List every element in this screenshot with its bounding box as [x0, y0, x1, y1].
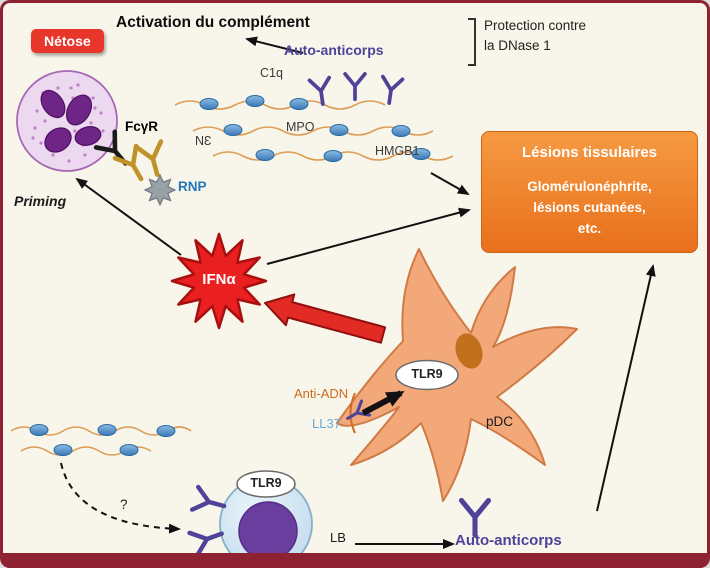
arrow-to-complement-activation	[245, 36, 304, 54]
mpo-label: MPO	[286, 120, 315, 134]
tlr9-lb-label: TLR9	[250, 476, 282, 490]
lesions-line-3: etc.	[577, 221, 602, 236]
protection-label-line1: Protection contre	[484, 18, 587, 33]
tlr9-oval-pdc	[395, 359, 459, 391]
nucleosomes-fragment	[29, 424, 176, 456]
ll37-label: LL37	[312, 416, 341, 431]
rnp-label: RNP	[178, 179, 207, 194]
arrow-net-to-lesions	[430, 172, 470, 195]
complement-activation-label: Activation du complément	[116, 14, 310, 31]
pdc-nucleus	[455, 333, 483, 369]
neutrophil-nucleus-lobes	[40, 89, 102, 153]
lesions-line-1: Glomérulonéphrite,	[527, 179, 652, 194]
protection-label-line2: la DNase 1	[484, 38, 551, 53]
lesions-details: Glomérulonéphrite, lésions cutanées, etc…	[482, 176, 697, 239]
diagram-canvas	[10, 18, 656, 553]
autoantibody-top-label: Auto-anticorps	[284, 42, 384, 58]
question-mark-label: ?	[120, 497, 128, 512]
arrow-ifna-to-lesions	[266, 207, 471, 265]
priming-label: Priming	[14, 193, 67, 209]
autoantibody-icon-secreted	[462, 501, 489, 536]
fcgr-label: FcγR	[125, 119, 159, 134]
hmgb1-label: HMGB1	[375, 144, 420, 158]
nucleosomes-top	[199, 95, 431, 162]
autoantibody-bottom-label: Auto-anticorps	[455, 532, 562, 549]
autoantibody-icon	[343, 72, 367, 102]
ne-label: NƐ	[195, 134, 212, 148]
anti-adn-label: Anti-ADN	[294, 386, 349, 401]
lesions-title: Lésions tissulaires	[521, 144, 658, 161]
anti-adn-bracket	[349, 392, 356, 434]
b-cell	[219, 470, 313, 553]
lesions-line-2: lésions cutanées,	[533, 200, 646, 215]
b-cell-nucleus	[238, 501, 298, 553]
red-arrow-pdc-to-ifna	[264, 293, 387, 344]
protection-bracket	[468, 18, 476, 66]
tlr9-pdc-label: TLR9	[411, 367, 443, 381]
neutrophil-cell	[16, 70, 118, 172]
lb-label: LB	[330, 530, 346, 545]
netose-badge: Nétose	[31, 29, 104, 53]
arrow-ifna-to-neutrophil	[75, 177, 182, 256]
c1q-label: C1q	[260, 66, 283, 80]
tlr9-oval-lb	[236, 470, 296, 498]
pdc-label: pDC	[486, 414, 514, 429]
arrow-autoantibody-to-lesions	[596, 264, 656, 512]
autoantibody-icon	[377, 74, 405, 107]
tissue-lesions-box: Lésions tissulaires Glomérulonéphrite, l…	[481, 131, 698, 253]
arrow-complex-into-tlr9	[361, 390, 405, 416]
arrow-dashed-chromatin-to-lb	[60, 462, 181, 534]
ifna-label: IFNα	[202, 271, 236, 288]
fcgr-receptor-gold-icon	[137, 142, 169, 178]
rnp-particle-icon	[143, 173, 177, 207]
ifna-starburst	[170, 232, 268, 330]
flow-arrows	[60, 36, 656, 549]
